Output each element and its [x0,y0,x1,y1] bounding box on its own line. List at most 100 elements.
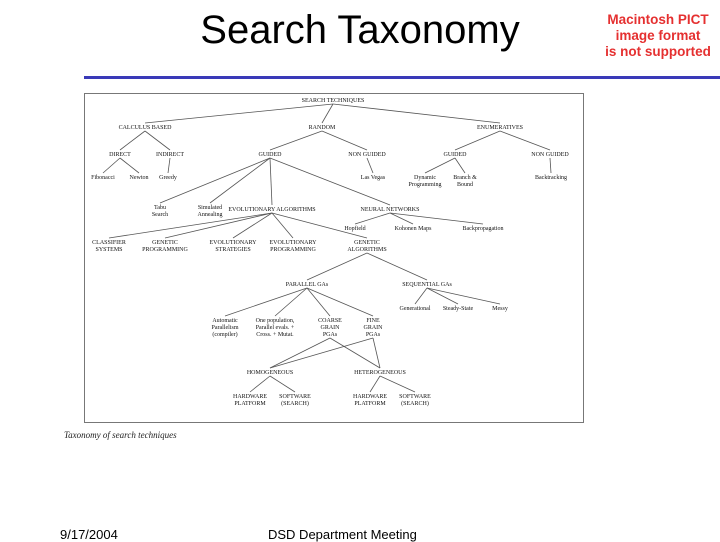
node-onepop: One population,Parallel evals. +Cross. +… [256,318,295,338]
node-newton: Newton [130,175,149,181]
node-sw1: SOFTWARE(SEARCH) [279,394,311,407]
tree-edge-genalg-sequential [366,252,428,281]
tree-edge-fine-heterog [372,337,381,369]
tree-edge-sequential-steady [426,287,459,305]
tree-edge-coarse-homog [269,337,331,369]
diagram-caption: Taxonomy of search techniques [64,430,177,440]
node-lasvegas: Las Vegas [361,175,386,181]
node-r_nonguided: NON GUIDED [348,152,386,158]
slide-title: Search Taxonomy [200,8,520,52]
tree-edge-parallel-coarse [306,287,331,317]
node-parallel: PARALLEL GAs [286,282,329,288]
tree-edge-root-calculus [144,103,334,124]
node-sw2: SOFTWARE(SEARCH) [399,394,431,407]
tree-edge-e_nonguided-backtracking [549,157,552,174]
tree-edge-nn-kohonen [389,212,414,225]
node-nn: NEURAL NETWORKS [361,207,420,213]
node-enumeratives: ENUMERATIVES [477,125,523,131]
node-calculus: CALCULUS BASED [119,125,173,131]
node-indirect: INDIRECT [156,152,184,158]
footer-center: DSD Department Meeting [268,527,417,542]
tree-edge-parallel-onepop [274,287,308,317]
node-backtracking: Backtracking [535,175,567,181]
tree-edge-r_guided-nn [269,157,391,206]
node-hopfield: Hopfield [344,225,365,232]
taxonomy-diagram: SEARCH TECHNIQUES CALCULUS BASED RANDOM ENU… [84,93,584,423]
node-homog: HOMOGENEOUS [247,370,293,376]
tree-edge-calculus-indirect [144,130,171,151]
node-backprop: Backpropagation [463,226,504,232]
taxonomy-tree: SEARCH TECHNIQUES CALCULUS BASED RANDOM ENU… [91,98,569,407]
title-rule [84,76,720,79]
node-generational: Generational [400,306,431,312]
tree-edge-r_guided-tabu [159,157,271,204]
node-e_nonguided: NON GUIDED [531,152,569,158]
tree-edge-homog-hw1 [249,375,271,393]
tree-edge-e_guided-dynprog [424,157,456,174]
tree-edge-evo-genprog [164,212,273,239]
pict-notice-line: Macintosh PICT [607,12,709,27]
tree-edge-r_guided-annealing [209,157,271,204]
tree-edge-homog-sw1 [269,375,296,393]
tree-edge-e_guided-bnb [454,157,466,174]
tree-edge-evo-evostrat [232,212,273,239]
tree-edge-root-random [321,103,334,124]
tree-edge-evo-classifier [108,212,273,239]
tree-edge-random-r_guided [269,130,323,151]
node-root: SEARCH TECHNIQUES [302,98,365,104]
tree-edge-evo-evoprog [271,212,294,239]
tree-edge-heterog-sw2 [379,375,416,393]
tree-edge-genalg-parallel [306,252,368,281]
tree-edge-enumeratives-e_nonguided [499,130,551,151]
node-fibonacci: Fibonacci [91,175,115,181]
pict-unsupported-notice: Macintosh PICT image format is not suppo… [592,12,720,60]
node-direct: DIRECT [109,152,131,158]
node-sequential: SEQUENTIAL GAs [402,282,452,288]
node-kohonen: Kohonen Maps [395,226,432,232]
node-steady: Steady-State [443,306,474,312]
tree-edge-random-r_nonguided [321,130,368,151]
tree-edge-enumeratives-e_guided [454,130,501,151]
tree-edge-evo-genalg [271,212,368,239]
tree-edge-heterog-hw2 [369,375,381,393]
tree-edge-r_nonguided-lasvegas [366,157,374,174]
tree-edge-sequential-generational [414,287,428,305]
footer-date: 9/17/2004 [60,527,118,542]
node-e_guided: GUIDED [444,152,468,158]
tree-edge-indirect-greedy [167,157,171,174]
tree-edge-r_guided-evo [269,157,273,206]
tree-edge-sequential-messy [426,287,501,305]
tree-edge-nn-hopfield [354,212,391,225]
node-r_guided: GUIDED [259,152,283,158]
tree-edge-parallel-fine [306,287,374,317]
node-random: RANDOM [309,125,336,131]
node-messy: Messy [492,306,508,312]
pict-notice-line: image format [615,28,701,43]
tree-edge-calculus-direct [119,130,146,151]
tree-edge-direct-newton [119,157,140,174]
pict-notice-line: is not supported [605,44,711,59]
node-greedy: Greedy [159,175,177,181]
tree-edge-fine-homog [269,337,374,369]
node-heterog: HETEROGENEOUS [354,370,406,376]
tree-edge-nn-backprop [389,212,484,225]
node-evo: EVOLUTIONARY ALGORITHMS [228,207,315,213]
tree-edge-root-enumeratives [332,103,501,124]
tree-edge-coarse-heterog [329,337,381,369]
tree-edge-parallel-automatic [224,287,308,317]
tree-edge-direct-fibonacci [102,157,121,174]
node-bnb: Branch &Bound [453,175,477,188]
